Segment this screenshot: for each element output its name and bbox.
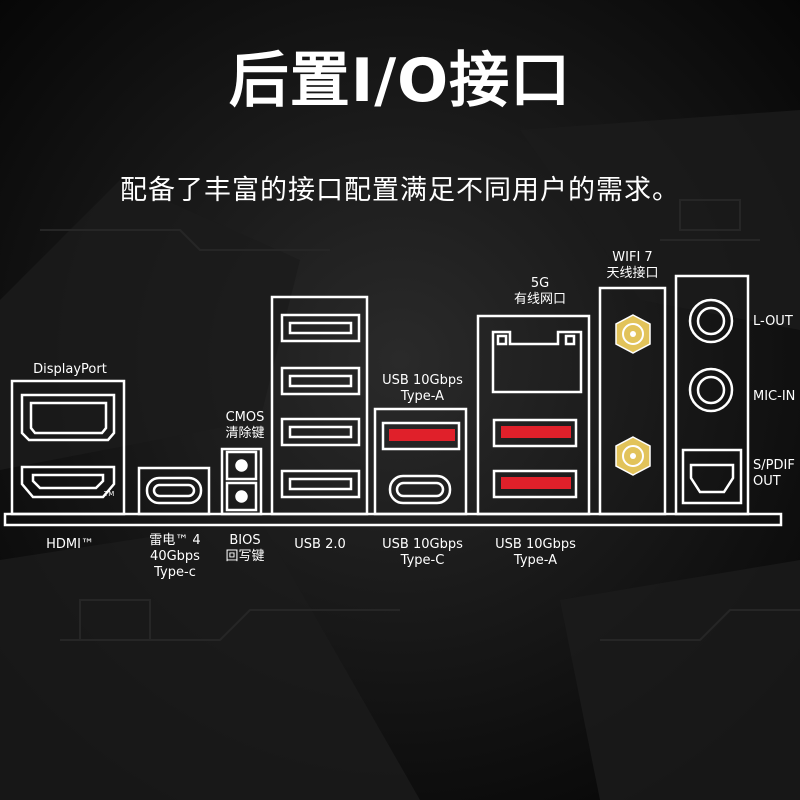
button-block (220, 447, 263, 516)
video-output-block (10, 379, 126, 516)
io-shield-baseplate (3, 512, 783, 527)
label-lan-line2: 有线网口 (513, 292, 566, 307)
thunderbolt-port-icon (145, 476, 203, 505)
label-lan: 5G 有线网口 (490, 276, 590, 308)
bios-flashback-button-icon (225, 481, 258, 512)
optical-spdif-port-icon (681, 448, 743, 505)
label-spdif-line1: S/PDIF (753, 458, 795, 473)
label-bios-line2: 回写键 (225, 549, 265, 564)
lan-usb-block (476, 314, 591, 516)
usb10-typea-port-icon (492, 469, 578, 499)
label-usb10-typea-bottom-line1: USB 10Gbps (495, 537, 576, 552)
usb10-typec-port-icon (388, 474, 452, 505)
hdmi-icon (20, 465, 116, 499)
label-cmos-line1: CMOS (225, 410, 265, 425)
label-hdmi: HDMI™ (46, 537, 94, 552)
hdmi-trademark: TM (104, 490, 115, 498)
usb10-a-c-block (373, 407, 468, 516)
label-micin: MIC-IN (753, 389, 796, 404)
label-thunderbolt: 雷电™ 4 40Gbps Type-c (130, 533, 220, 581)
audio-jack-icon (688, 367, 734, 413)
label-usb10-typea-bottom-line2: Type-A (513, 553, 558, 568)
usb20-port-icon (280, 313, 361, 343)
cmos-button-icon (225, 450, 258, 481)
label-spdif: S/PDIF OUT (753, 458, 795, 490)
label-usb10-typec: USB 10Gbps Type-C (365, 537, 480, 569)
label-thunderbolt-line3: Type-c (154, 565, 196, 580)
label-cmos: CMOS 清除键 (205, 410, 285, 442)
label-usb10-typec-line1: USB 10Gbps (382, 537, 463, 552)
label-usb10-typea-top: USB 10Gbps Type-A (365, 373, 480, 405)
usb10-typea-port-icon (492, 418, 578, 448)
label-usb10-typea-bottom: USB 10Gbps Type-A (478, 537, 593, 569)
label-bios-line1: BIOS (229, 533, 261, 548)
label-usb10-typea-top-line2: Type-A (400, 389, 445, 404)
ethernet-port-icon (491, 330, 583, 394)
label-usb10-typea-top-line1: USB 10Gbps (382, 373, 463, 388)
label-cmos-line2: 清除键 (225, 426, 265, 441)
usb20-port-icon (280, 417, 361, 447)
label-lout: L-OUT (753, 314, 793, 329)
label-wifi-line2: 天线接口 (606, 266, 659, 281)
label-displayport: DisplayPort (33, 362, 107, 377)
usb20-port-icon (280, 366, 361, 396)
page-subtitle: 配备了丰富的接口配置满足不同用户的需求。 (120, 175, 680, 206)
label-usb10-typec-line2: Type-C (400, 553, 445, 568)
page-title: 后置I/O接口 (228, 46, 572, 116)
label-thunderbolt-line2: 40Gbps (150, 549, 200, 564)
audio-jack-icon (688, 298, 734, 344)
wifi-antenna-connector-icon (615, 436, 651, 476)
label-spdif-line2: OUT (753, 474, 781, 489)
label-wifi-line1: WIFI 7 (612, 250, 653, 265)
label-lan-line1: 5G (530, 276, 550, 291)
usb10-typea-port-icon (381, 421, 461, 451)
usb20-port-icon (280, 469, 361, 499)
displayport-icon (20, 393, 116, 442)
label-wifi: WIFI 7 天线接口 (585, 250, 680, 282)
audio-block (674, 274, 750, 516)
label-usb20: USB 2.0 (294, 537, 346, 552)
wifi-antenna-connector-icon (615, 314, 651, 354)
label-thunderbolt-line1: 雷电™ 4 (149, 533, 201, 548)
wifi-antenna-block (598, 286, 667, 516)
label-bios: BIOS 回写键 (205, 533, 285, 565)
thunderbolt-block (137, 466, 211, 516)
usb20-block (270, 295, 369, 516)
